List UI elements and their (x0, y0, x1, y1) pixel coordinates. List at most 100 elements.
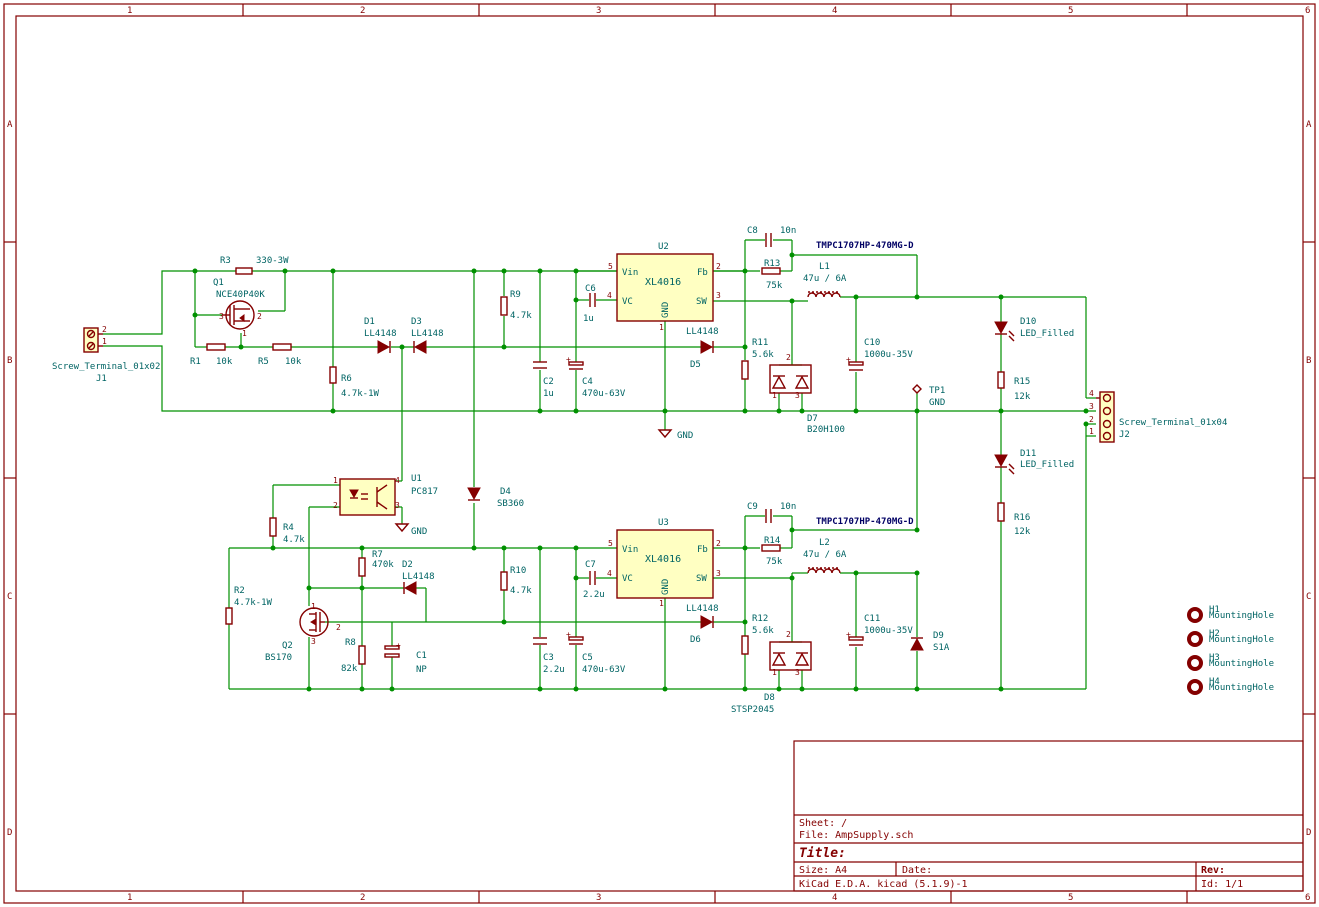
resistor-r10[interactable]: R10 4.7k (500, 566, 532, 596)
resistor-r8[interactable]: R8 82k (341, 638, 366, 674)
component-value: Screw_Terminal_01x02 (52, 362, 160, 372)
test-point-tp1[interactable]: TP1 GND (912, 384, 945, 408)
component-value: S1A (933, 643, 950, 653)
component-ref: R4 (283, 523, 294, 533)
component-value: STSP2045 (731, 705, 774, 715)
component-ref: D2 (402, 560, 413, 570)
component-value: 4.7k (510, 586, 532, 596)
diode-d8[interactable]: 2 1 3 D8 STSP2045 (731, 630, 812, 715)
component-value: MountingHole (1209, 611, 1274, 621)
component-value: XL4016 (645, 277, 681, 288)
pin-label: SW (696, 297, 707, 307)
connector-j1[interactable]: 2 1 Screw_Terminal_01x02 J1 (52, 325, 160, 384)
svg-text:+: + (846, 355, 851, 364)
component-value: 4.7k (510, 311, 532, 321)
regulator-u3[interactable]: U3 XL4016 Vin VC Fb SW GND 5 2 3 1 (608, 518, 721, 608)
diode-d2[interactable]: D2 LL4148 (402, 560, 435, 595)
diode-d7[interactable]: 2 1 3 D7 B20H100 (769, 353, 845, 435)
sheet-name: Sheet: / (799, 818, 847, 829)
component-ref: H4 (1209, 677, 1220, 687)
component-ref: U2 (658, 242, 669, 252)
component-ref: C11 (864, 614, 880, 624)
pin-number: 5 (608, 262, 613, 271)
inductor-l1[interactable]: TMPC1707HP-470MG-D L1 47u / 6A (803, 241, 914, 298)
resistor-r6[interactable]: R6 4.7k-1W (329, 366, 380, 399)
component-ref: R2 (234, 586, 245, 596)
led-d10[interactable]: D10 LED_Filled (994, 317, 1074, 342)
component-value: LED_Filled (1020, 460, 1074, 470)
resistor-r15[interactable]: R15 12k (997, 371, 1031, 402)
mosfet-q1[interactable]: 3 1 2 Q1 NCE40P40K (213, 278, 265, 338)
resistor-r16[interactable]: R16 12k (997, 502, 1031, 537)
capacitor-c11[interactable]: + C11 1000u-35V (846, 614, 913, 646)
component-ref: D5 (690, 360, 701, 370)
mounting-hole-h1[interactable]: H1 MountingHole (1187, 605, 1274, 623)
component-value: LL4148 (686, 327, 719, 337)
component-ref: R13 (764, 259, 780, 269)
resistor-r14[interactable]: R14 75k (761, 536, 783, 567)
diode-d9[interactable]: D9 S1A (910, 631, 950, 653)
component-ref: D4 (500, 487, 511, 497)
pin-number: 2 (1089, 415, 1094, 424)
resistor-r9[interactable]: R9 4.7k (500, 290, 532, 321)
component-value: B20H100 (807, 425, 845, 435)
pin-label: GND (661, 579, 671, 595)
component-ref: R12 (752, 614, 768, 624)
resistor-r7[interactable]: R7 470k (358, 550, 394, 577)
wires (103, 239, 1096, 690)
col-label: 5 (1068, 6, 1073, 16)
sheet-frame: 1 2 3 4 5 6 1 2 3 4 5 6 A B C D A B C D (3, 3, 1316, 904)
component-ref: C9 (747, 502, 758, 512)
pin-number: 2 (786, 353, 791, 362)
mounting-hole-h2[interactable]: H2 MountingHole (1187, 629, 1274, 647)
resistor-r4[interactable]: R4 4.7k (269, 517, 305, 545)
diode-d5[interactable]: LL4148 D5 (686, 327, 719, 370)
capacitor-c8[interactable]: C8 10n (747, 226, 796, 247)
mounting-hole-h4[interactable]: H4 MountingHole (1187, 677, 1274, 695)
diode-d1[interactable]: D1 LL4148 (364, 317, 397, 354)
component-value: LL4148 (402, 572, 435, 582)
diode-d3[interactable]: D3 LL4148 (411, 317, 444, 354)
resistor-r12[interactable]: R12 5.6k (741, 614, 774, 655)
row-label: C (7, 592, 12, 602)
capacitor-c9[interactable]: C9 10n (747, 502, 796, 523)
mosfet-q2[interactable]: 1 2 3 Q2 BS170 (265, 602, 341, 663)
optocoupler-u1[interactable]: 1 2 3 4 U1 PC817 (333, 474, 438, 516)
row-label: D (7, 828, 12, 838)
regulator-u2[interactable]: U2 XL4016 Vin VC Fb SW GND 5 2 3 1 (608, 242, 721, 332)
capacitor-c4[interactable]: + C4 470u-63V (566, 355, 626, 399)
col-label: 5 (1068, 893, 1073, 903)
resistor-r1[interactable]: R1 10k (190, 343, 233, 367)
resistor-r13[interactable]: R13 75k (761, 259, 783, 291)
component-value: 1000u-35V (864, 626, 913, 636)
component-value: GND (929, 398, 945, 408)
inductor-l2[interactable]: TMPC1707HP-470MG-D L2 47u / 6A (803, 517, 914, 574)
component-value: LED_Filled (1020, 329, 1074, 339)
component-ref: R16 (1014, 513, 1030, 523)
component-ref: C7 (585, 560, 596, 570)
component-value: PC817 (411, 487, 438, 497)
mounting-hole-h3[interactable]: H3 MountingHole (1187, 653, 1274, 671)
component-value: 12k (1014, 527, 1031, 537)
resistor-r2[interactable]: R2 4.7k-1W (225, 586, 273, 625)
part-number-label: TMPC1707HP-470MG-D (816, 241, 914, 251)
col-label: 3 (596, 6, 601, 16)
col-label: 6 (1305, 893, 1310, 903)
component-value: Screw_Terminal_01x04 (1119, 418, 1227, 428)
capacitor-c5[interactable]: + C5 470u-63V (566, 630, 626, 675)
resistor-r11[interactable]: R11 5.6k (741, 338, 774, 380)
diode-d4[interactable]: D4 SB360 (467, 487, 524, 509)
pin-number: 3 (795, 668, 800, 677)
diode-d6[interactable]: LL4148 D6 (686, 604, 719, 645)
capacitor-c10[interactable]: + C10 1000u-35V (846, 338, 913, 371)
capacitor-c6[interactable]: C6 1u 4 (583, 284, 612, 324)
capacitor-c3[interactable]: C3 2.2u (533, 637, 565, 675)
capacitor-c1[interactable]: + C1 NP (384, 641, 427, 675)
resistor-r5[interactable]: R5 10k (258, 343, 302, 367)
capacitor-c2[interactable]: C2 1u (533, 361, 554, 399)
led-d11[interactable]: D11 LED_Filled (994, 449, 1074, 475)
connector-j2[interactable]: 4 3 2 1 Screw_Terminal_01x04 J2 (1089, 389, 1227, 443)
capacitor-c7[interactable]: C7 2.2u 4 (583, 560, 612, 600)
resistor-r3[interactable]: R3 330-3W (220, 256, 289, 275)
component-ref: J1 (96, 374, 107, 384)
